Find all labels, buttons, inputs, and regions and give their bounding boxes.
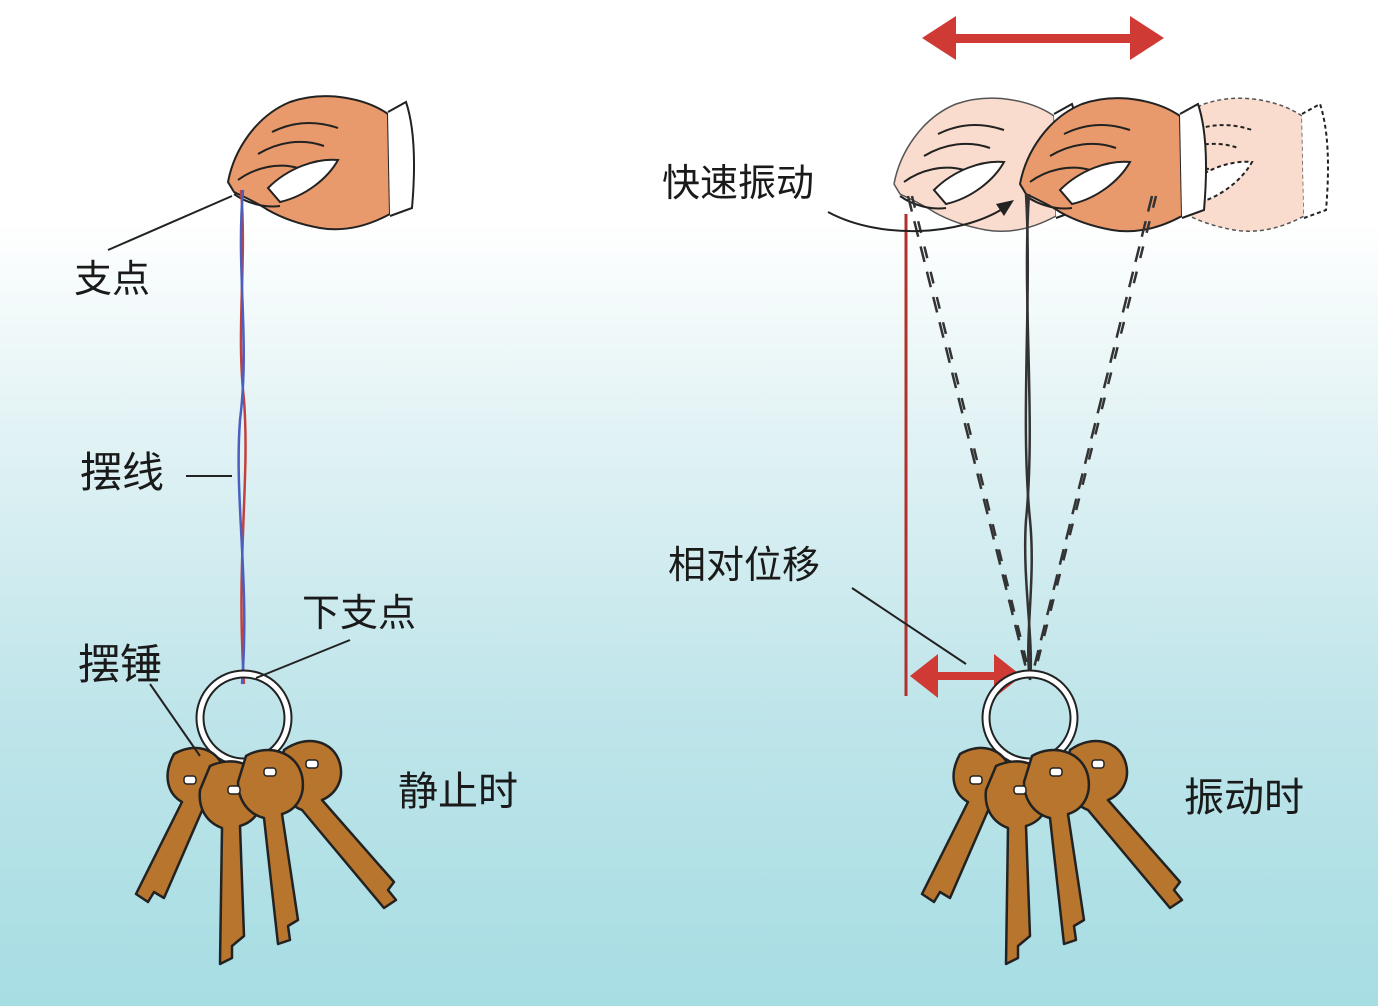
label-lower-fulcrum: 下支点 [302, 591, 417, 635]
displacement-leader [851, 587, 967, 665]
label-relative-displacement: 相对位移 [668, 543, 821, 587]
label-at-rest: 静止时 [398, 769, 518, 815]
label-fulcrum: 支点 [74, 257, 151, 301]
label-when-vibrating: 振动时 [1184, 775, 1304, 821]
keyring-vibrating [922, 674, 1182, 964]
lower-fulcrum-leader [255, 639, 351, 679]
bob-leader [149, 683, 201, 757]
pendulum-strings-vibrating [906, 193, 1158, 681]
displacement-arrow [910, 654, 1022, 698]
fulcrum-leader [107, 195, 233, 251]
vibration-arrow [922, 16, 1164, 60]
keyring-at-rest [136, 674, 396, 964]
label-pendulum-bob: 摆锤 [78, 640, 163, 689]
label-fast-vibration: 快速振动 [662, 161, 815, 205]
hand-at-rest [227, 95, 415, 231]
fast-vibration-arrow [827, 200, 1014, 232]
label-pendulum-line: 摆线 [80, 448, 165, 497]
pendulum-string-at-rest [237, 189, 247, 685]
